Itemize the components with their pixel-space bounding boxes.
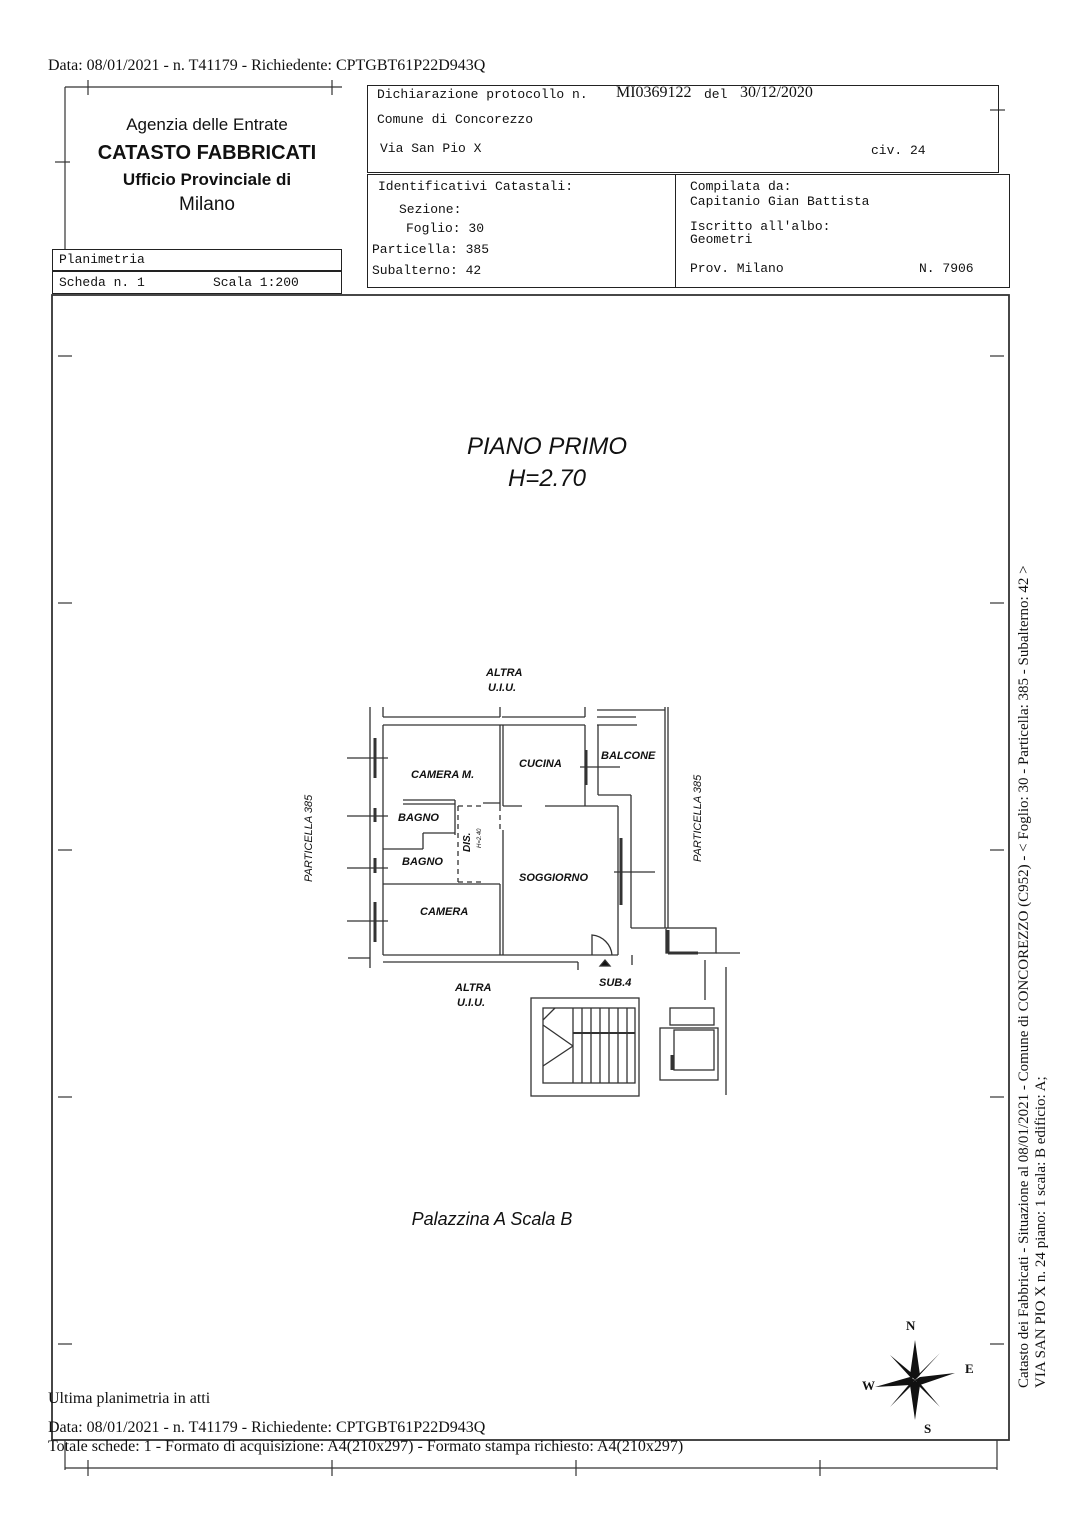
protocollo-number: MI0369122 [616, 84, 692, 101]
compilata-box: Compilata da: Capitanio Gian Battista Is… [675, 174, 1010, 288]
albo-number: N. 7906 [919, 261, 974, 276]
agency-name: Agenzia delle Entrate [126, 115, 288, 134]
floor-title: PIANO PRIMO [466, 433, 628, 460]
protocollo-date: 30/12/2020 [740, 84, 813, 101]
via-label: Via San Pio X [380, 141, 482, 156]
planimetria-box: Planimetria [52, 249, 342, 271]
particella-label: Particella: 385 [372, 242, 490, 257]
room-cucina: CUCINA [519, 758, 562, 770]
room-camera: CAMERA [420, 906, 469, 918]
planimetria-label: Planimetria [59, 252, 145, 267]
civico-label: civ. 24 [871, 143, 926, 158]
identificativi-title: Identificativi Catastali: [378, 179, 574, 194]
room-dis: DIS. [462, 832, 473, 852]
catasto-title: CATASTO FABBRICATI [97, 142, 317, 164]
label-particella-left: PARTICELLA 385 [303, 794, 315, 882]
scala-label: Scala 1:200 [213, 275, 299, 290]
provincia-label: Prov. Milano [690, 261, 784, 276]
ultima-planimetria: Ultima planimetria in atti [48, 1390, 211, 1407]
floor-height: H=2.70 [507, 465, 587, 492]
footer-totale: Totale schede: 1 - Formato di acquisizio… [48, 1438, 684, 1455]
compass-rose-icon [875, 1340, 955, 1420]
ufficio-label: Ufficio Provinciale di [122, 170, 292, 189]
dichiarazione-box: Dichiarazione protocollo n. MI0369122 de… [367, 84, 999, 173]
albo-value: Geometri [690, 232, 753, 247]
building-label: Palazzina A Scala B [411, 1209, 573, 1229]
compass-s: S [924, 1421, 932, 1436]
request-header: Data: 08/01/2021 - n. T41179 - Richieden… [48, 57, 486, 74]
label-particella-right: PARTICELLA 385 [692, 774, 704, 862]
identificativi-box: Identificativi Catastali: Sezione: Fogli… [367, 174, 676, 288]
foglio-label: Foglio: 30 [406, 221, 485, 236]
room-bagno-1: BAGNO [398, 812, 439, 824]
scheda-box: Scheda n. 1 Scala 1:200 [52, 271, 342, 294]
ufficio-city: Milano [179, 194, 235, 215]
room-soggiorno: SOGGIORNO [519, 872, 589, 884]
sezione-label: Sezione: [399, 202, 462, 217]
label-altra-bottom: ALTRA [455, 982, 492, 994]
label-uiu-bottom: U.I.U. [457, 997, 486, 1009]
subalterno-label: Subalterno: 42 [372, 263, 482, 278]
comune-label: Comune di Concorezzo [377, 112, 534, 127]
room-balcone: BALCONE [601, 750, 656, 762]
albo-label: Iscritto all'albo: [690, 219, 831, 234]
compass-e: E [965, 1361, 974, 1376]
compilata-name: Capitanio Gian Battista [690, 194, 870, 209]
dis-height: H=2.40 [477, 828, 483, 848]
label-sub4: SUB.4 [599, 977, 632, 989]
protocollo-label: Dichiarazione protocollo n. [377, 87, 588, 102]
side-info-line-1: Catasto dei Fabbricati - Situazione al 0… [1016, 565, 1032, 1388]
label-uiu-top: U.I.U. [488, 682, 517, 694]
side-info-line-2: VIA SAN PIO X n. 24 piano: 1 scala: B ed… [1033, 1076, 1049, 1388]
scheda-label: Scheda n. 1 [59, 275, 145, 290]
compass-n: N [906, 1318, 916, 1333]
label-altra-top: ALTRA [486, 667, 523, 679]
compass-w: W [862, 1378, 875, 1393]
footer-data: Data: 08/01/2021 - n. T41179 - Richieden… [48, 1419, 486, 1436]
room-camera-m: CAMERA M. [411, 769, 475, 781]
del-label: del [704, 87, 728, 102]
room-bagno-2: BAGNO [402, 856, 443, 868]
compilata-label: Compilata da: [690, 179, 792, 194]
